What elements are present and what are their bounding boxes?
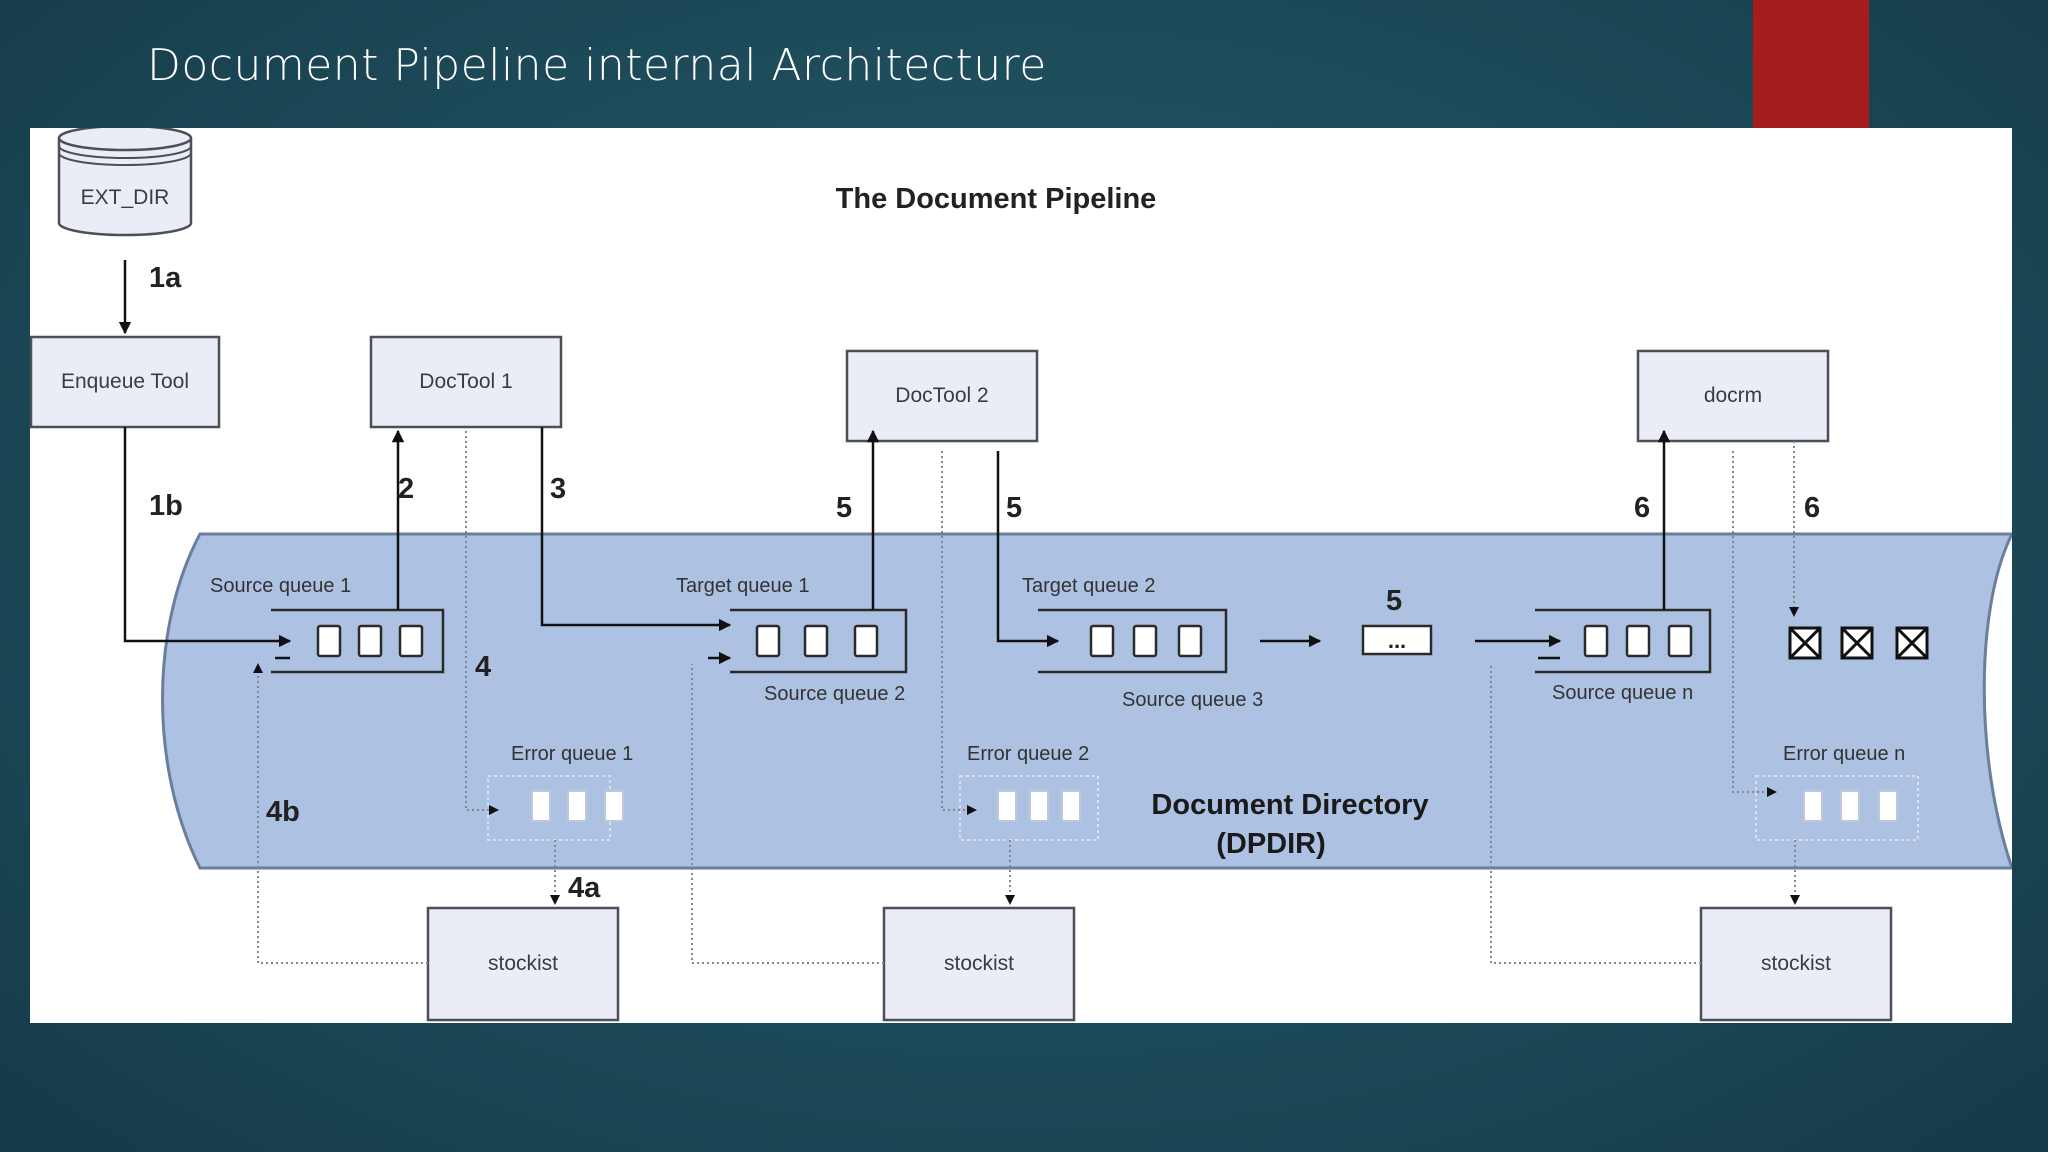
- error-queue-1-label: Error queue 1: [511, 743, 633, 765]
- stockist3-label: stockist: [1761, 952, 1831, 975]
- enqueue-tool-node: Enqueue Tool: [29, 335, 221, 429]
- error-queue-2: [959, 775, 1099, 841]
- step-3: 3: [550, 473, 566, 505]
- stockist3-node: stockist: [1699, 906, 1893, 1022]
- step-1a: 1a: [149, 262, 182, 294]
- step-1b: 1b: [149, 490, 183, 522]
- source-queue-2-label: Source queue 2: [764, 683, 905, 705]
- step-6-docrm-out: 6: [1804, 492, 1820, 524]
- directory-label-line1: Document Directory: [1151, 789, 1428, 821]
- step-6-docrm-in: 6: [1634, 492, 1650, 524]
- step-5-doctool2-in: 5: [836, 492, 852, 524]
- target-queue-2: [1038, 608, 1228, 674]
- ellipsis-label: ...: [1388, 628, 1406, 653]
- target-queue-1: [730, 608, 908, 674]
- source-queue-n: [1535, 608, 1712, 674]
- directory-label-line2: (DPDIR): [1216, 828, 1326, 860]
- step-4a: 4a: [568, 872, 601, 904]
- doctool2-label: DocTool 2: [895, 384, 988, 407]
- diagram-title: The Document Pipeline: [836, 183, 1157, 215]
- step-4: 4: [475, 651, 491, 683]
- target-queue-1-label: Target queue 1: [676, 575, 809, 597]
- enqueue-tool-label: Enqueue Tool: [61, 370, 189, 393]
- docrm-node: docrm: [1636, 349, 1830, 443]
- step-2: 2: [398, 473, 414, 505]
- ellipsis-queue: ...: [1361, 624, 1433, 656]
- error-queue-2-label: Error queue 2: [967, 743, 1089, 765]
- doctool2-node: DocTool 2: [845, 349, 1039, 443]
- doctool1-label: DocTool 1: [419, 370, 512, 393]
- error-flow-arrows: [253, 431, 1800, 964]
- doctool1-node: DocTool 1: [369, 335, 563, 429]
- ext-dir-label: EXT_DIR: [81, 186, 170, 209]
- stockist2-label: stockist: [944, 952, 1014, 975]
- source-queue-n-label: Source queue n: [1552, 682, 1693, 704]
- stockist1-node: stockist: [426, 906, 620, 1022]
- error-queue-1: [487, 775, 624, 841]
- ext-dir-database: EXT_DIR: [57, 124, 193, 237]
- flow-arrows: [118, 260, 1671, 665]
- pipeline-diagram: The Document Pipeline EXT_DIR Enqueue To…: [29, 124, 2015, 1022]
- slide-title: Document Pipeline internal Architecture: [147, 40, 1047, 91]
- target-queue-2-label: Target queue 2: [1022, 575, 1155, 597]
- stockist2-node: stockist: [882, 906, 1076, 1022]
- diagram-canvas: The Document Pipeline EXT_DIR Enqueue To…: [29, 124, 2015, 1023]
- step-5-ellipsis: 5: [1386, 585, 1402, 617]
- step-4b: 4b: [266, 796, 300, 828]
- deleted-documents: [1788, 626, 1929, 660]
- error-queue-n-label: Error queue n: [1783, 743, 1905, 765]
- source-queue-3-label: Source queue 3: [1122, 689, 1263, 711]
- step-5-doctool2-out: 5: [1006, 492, 1022, 524]
- stockist1-label: stockist: [488, 952, 558, 975]
- source-queue-1-label: Source queue 1: [210, 575, 351, 597]
- docrm-label: docrm: [1704, 384, 1762, 407]
- error-queue-n: [1755, 775, 1919, 841]
- source-queue-1: [271, 608, 445, 674]
- red-accent-bar: [1753, 0, 1869, 128]
